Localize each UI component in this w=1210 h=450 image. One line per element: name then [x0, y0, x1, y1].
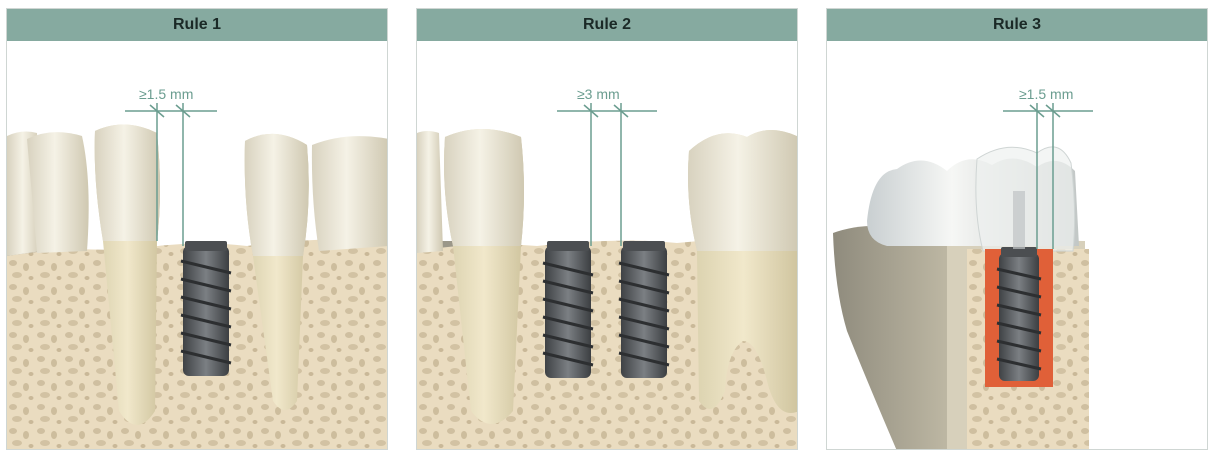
- rule-2-panel: Rule 2: [416, 8, 798, 450]
- tooth-left: [27, 132, 89, 253]
- implant-2: [619, 241, 669, 378]
- tooth-crown-1: [95, 124, 160, 241]
- dimension-label: ≥3 mm: [577, 86, 620, 102]
- tooth-right-edge: [312, 136, 388, 251]
- tooth-crown-2: [245, 134, 309, 256]
- rule-1-header: Rule 1: [7, 9, 387, 41]
- rule-2-header: Rule 2: [417, 9, 797, 41]
- tooth-left-edge: [417, 131, 443, 253]
- rule-3-header: Rule 3: [827, 9, 1207, 41]
- rule-3-illustration: ≥1.5 mm: [827, 41, 1208, 450]
- tooth-crown-1: [444, 129, 524, 246]
- tooth-molar-crown: [688, 130, 798, 251]
- dimension-marker: [557, 103, 657, 246]
- implant: [181, 241, 231, 376]
- jaw-bone-outer: [833, 226, 947, 450]
- rule-1-illustration: ≥1.5 mm: [7, 41, 388, 450]
- implant-crown: [976, 147, 1075, 251]
- rule-1-panel: Rule 1: [6, 8, 388, 450]
- dimension-label: ≥1.5 mm: [1019, 86, 1073, 102]
- rule-3-panel: Rule 3: [826, 8, 1208, 450]
- rule-2-illustration: ≥3 mm: [417, 41, 798, 450]
- implant-1: [543, 241, 593, 378]
- dimension-label: ≥1.5 mm: [139, 86, 193, 102]
